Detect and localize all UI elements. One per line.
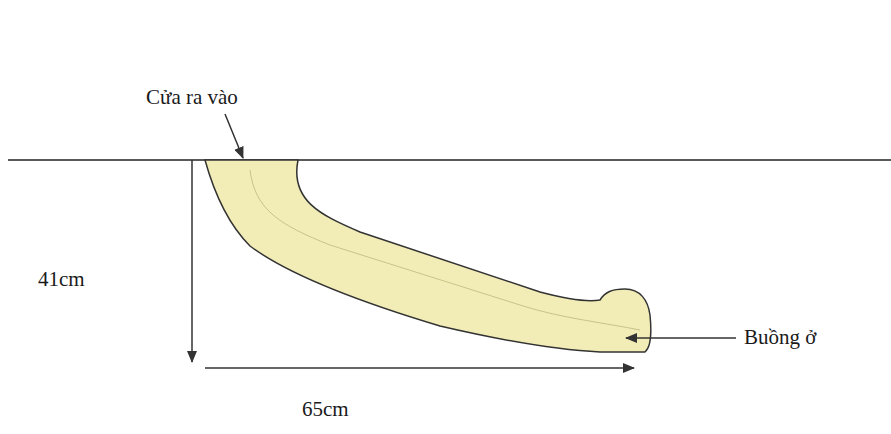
entrance-leader: [225, 114, 243, 158]
length-arrow: [205, 367, 634, 369]
chamber-label: Buồng ở: [744, 326, 816, 349]
entrance-label: Cửa ra vào: [146, 86, 238, 109]
chamber-leader: [626, 337, 736, 339]
ground-line: [8, 159, 891, 161]
depth-arrow: [191, 160, 193, 362]
depth-dimension: 41cm: [38, 268, 85, 291]
tunnel-centerline: [250, 170, 640, 330]
length-dimension: 65cm: [302, 398, 349, 421]
burrow-tunnel: [205, 160, 651, 352]
